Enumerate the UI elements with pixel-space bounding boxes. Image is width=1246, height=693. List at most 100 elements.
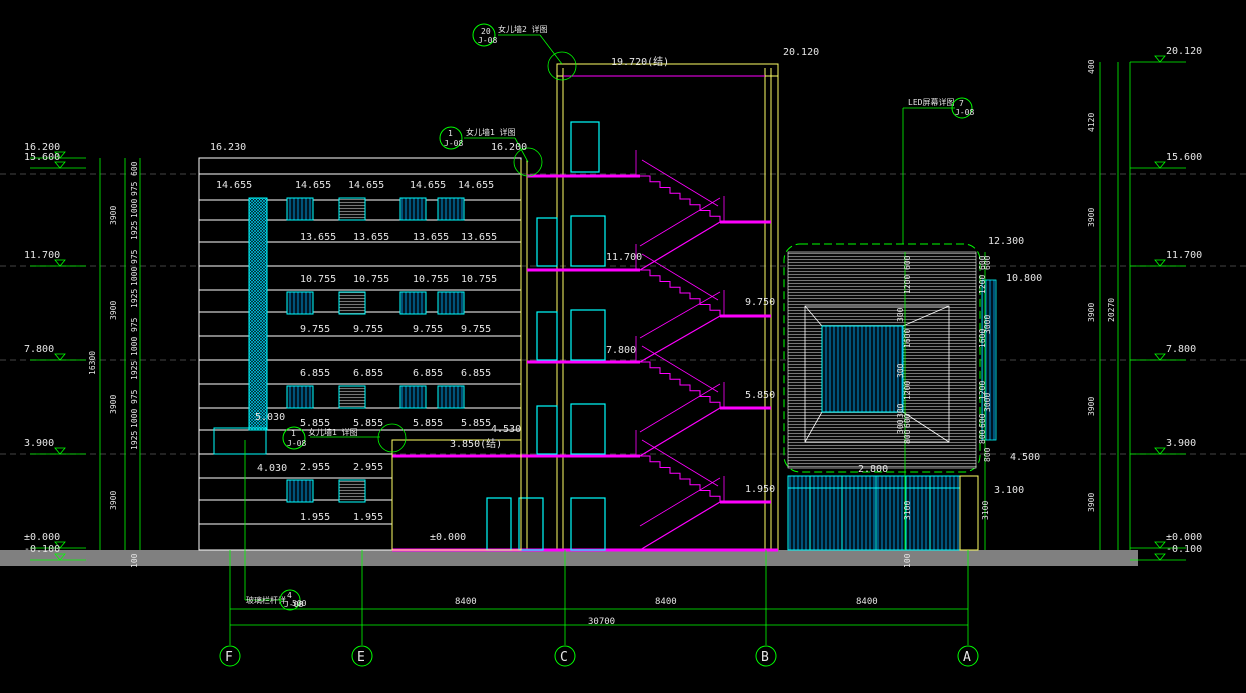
- canopy-detail-text: 玻璃栏杆详: [246, 595, 286, 605]
- level-left-0: 16.200: [24, 142, 60, 153]
- ground-slab: [0, 550, 1138, 566]
- curtain-wall-strip: [248, 197, 268, 431]
- dim-inner-3: 1925: [130, 221, 139, 240]
- win-lvl-bot: 1.955: [300, 512, 330, 523]
- dim-inner-5: 1000: [130, 267, 139, 286]
- dim-inner-7: 975: [130, 317, 139, 332]
- lvl-parapet-mid: 16.200: [491, 142, 527, 153]
- level-right-4-marker: [1154, 447, 1166, 455]
- dim-left-total: 16300: [88, 351, 97, 375]
- level-right-6-marker: [1154, 553, 1166, 561]
- window-0-3: [437, 197, 465, 221]
- stair-group: [635, 150, 725, 551]
- dim-inner-1: 975: [130, 181, 139, 196]
- led-bubble: [951, 97, 973, 119]
- dim-mid-3: 3900: [109, 491, 118, 510]
- panel-dim-s-3: 300: [896, 419, 905, 434]
- win-lvl-bot: 5.855: [353, 418, 383, 429]
- lvl-low-roof: 3.850(结): [450, 437, 502, 450]
- panel-dim-s-2: 300: [896, 403, 905, 418]
- level-right-0: 20.120: [1166, 46, 1202, 57]
- level-left-1-marker: [54, 161, 66, 169]
- panel-dim-0: 600: [903, 255, 912, 270]
- lvl-canopy: 5.030: [255, 412, 285, 423]
- panel-dim-shop: 3100: [981, 501, 990, 520]
- level-left-6-marker: [54, 553, 66, 561]
- shop-pier: [959, 475, 979, 551]
- win-lvl-top: 2.955: [300, 462, 330, 473]
- axis-label-e: E: [357, 650, 365, 665]
- window-3-0: [286, 479, 314, 503]
- win-lvl-bot: 5.855: [413, 418, 443, 429]
- detail-low-sheet: J-08: [287, 439, 306, 448]
- stair-return: [639, 315, 721, 363]
- axis-lines: [229, 550, 969, 645]
- lvl-roof-stair: 19.720(结): [611, 55, 669, 68]
- win-lvl-top: 10.755: [300, 274, 336, 285]
- win-lvl-bot: 9.755: [413, 324, 443, 335]
- dim-right-5: 3900: [1087, 493, 1096, 512]
- dim-right-2: 3900: [1087, 208, 1096, 227]
- level-left-4-marker: [54, 447, 66, 455]
- lvl-low-roof-top: 4.530: [491, 424, 521, 435]
- axis-bubble-c: [554, 645, 576, 667]
- core-walls: [520, 68, 779, 550]
- win-lvl-bot: 13.655: [413, 232, 449, 243]
- level-left-0-marker: [54, 151, 66, 159]
- detail-parapet-sheet: J-08: [444, 139, 463, 148]
- level-left-3-marker: [54, 353, 66, 361]
- lvl-stair-7: 7.800: [606, 345, 636, 356]
- panel-dim-s-1: 300: [896, 363, 905, 378]
- dim-inner-13: 100: [130, 553, 139, 568]
- lvl-stair-11: 11.700: [606, 252, 642, 263]
- level-left-4: 3.900: [24, 438, 54, 449]
- level-left-2: 11.700: [24, 250, 60, 261]
- core-doors: [486, 121, 606, 551]
- canopy-num: 4: [287, 591, 292, 600]
- panel-dim-r-3: 800: [983, 447, 992, 462]
- window-2-2: [399, 385, 427, 409]
- level-guides: [0, 173, 1246, 455]
- level-right-0-marker: [1154, 55, 1166, 63]
- bay-dim: 8400: [455, 597, 477, 607]
- level-right-3: 7.800: [1166, 344, 1196, 355]
- dim-inner-9: 1925: [130, 361, 139, 380]
- led-screen: [821, 325, 904, 413]
- window-0-1: [338, 197, 366, 221]
- dim-right-0: 400: [1087, 59, 1096, 74]
- axis-label-c: C: [560, 650, 568, 665]
- misc-level-labels: 16.230 16.200 19.720(结) 20.120 3.850(结) …: [210, 47, 1042, 543]
- dim-inner-2: 1000: [130, 199, 139, 218]
- win-lvl-top: 10.755: [413, 274, 449, 285]
- win-lvl-bot: 9.755: [300, 324, 330, 335]
- level-right-2: 11.700: [1166, 250, 1202, 261]
- lvl-floor-ground: ±0.000: [430, 532, 466, 543]
- bay-dim: 8400: [856, 597, 878, 607]
- win-lvl-bot: 13.655: [300, 232, 336, 243]
- lvl-stair-9: 9.750: [745, 297, 775, 308]
- canopy-sheet: J-08: [284, 600, 303, 609]
- win-lvl-top: 14.655: [295, 180, 331, 191]
- lvl-shop-top: 3.100: [994, 485, 1024, 496]
- level-right-6: -0.100: [1166, 544, 1202, 555]
- detail-parapet-text: 女儿墙1 详图: [466, 127, 516, 137]
- win-lvl-bot: 9.755: [461, 324, 491, 335]
- level-left-6: -0.100: [24, 544, 60, 555]
- window-1-1: [338, 291, 366, 315]
- total-dim: 30700: [588, 617, 615, 627]
- dim-mid-1: 3900: [109, 301, 118, 320]
- detail-top-num: 20: [481, 27, 491, 36]
- win-lvl-top: 10.755: [461, 274, 497, 285]
- panel-dim-r-0: 600: [983, 255, 992, 270]
- lvl-roof-left: 16.230: [210, 142, 246, 153]
- axis-label-a: A: [963, 650, 971, 665]
- stair-return: [639, 501, 721, 551]
- detail-parapet-num: 1: [448, 129, 453, 138]
- dim-inner-10: 975: [130, 389, 139, 404]
- detail-bubble-top: [472, 23, 496, 47]
- lvl-panel-low: 4.500: [1010, 452, 1040, 463]
